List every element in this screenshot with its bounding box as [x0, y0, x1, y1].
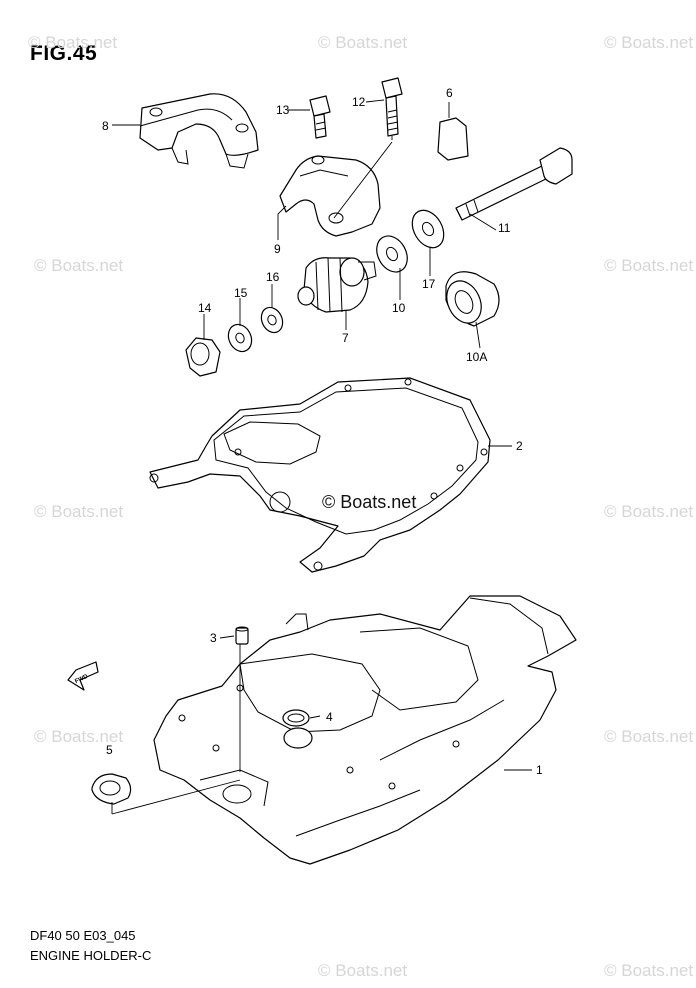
callout-14: 14	[198, 301, 212, 315]
part-1-engine-holder	[153, 595, 577, 865]
part-12-bolt	[381, 77, 403, 137]
part-6-plate	[437, 117, 469, 161]
part-13-bolt	[309, 95, 331, 139]
callout-10: 10	[392, 301, 406, 315]
watermark-text: © Boats.net	[604, 256, 693, 275]
callout-8: 8	[102, 119, 109, 133]
part-16-washer	[260, 306, 284, 334]
center-watermark: © Boats.net	[322, 492, 416, 512]
part-2-gasket	[149, 377, 491, 573]
part-10-washer	[376, 235, 408, 273]
callout-9: 9	[274, 242, 281, 256]
callout-4: 4	[326, 710, 333, 724]
part-5-seal	[91, 773, 132, 805]
part-4-o-ring	[282, 709, 310, 727]
callout-7: 7	[342, 331, 349, 345]
watermark-text: © Boats.net	[604, 33, 693, 52]
figure-name: ENGINE HOLDER-C	[30, 948, 152, 963]
part-11-bolt	[455, 147, 573, 221]
callout-labels: 8 9 13 12 6 11 10 17 10A 7 14 15 16 2 3 …	[102, 86, 543, 777]
leader-lines	[111, 99, 532, 815]
figure-title: FIG.45	[30, 42, 98, 65]
watermark-text: © Boats.net	[34, 502, 123, 521]
part-8-clamp	[139, 93, 259, 169]
watermark-text: © Boats.net	[604, 961, 693, 980]
part-10a-bushing	[445, 271, 500, 327]
part-15-washer	[227, 323, 253, 353]
callout-6: 6	[446, 86, 453, 100]
callout-16: 16	[266, 270, 280, 284]
watermark-text: © Boats.net	[604, 502, 693, 521]
callout-10a: 10A	[466, 350, 487, 364]
callout-5: 5	[106, 743, 113, 757]
part-14-nut	[185, 337, 221, 377]
watermark-text: © Boats.net	[34, 727, 123, 746]
watermark-text: © Boats.net	[604, 727, 693, 746]
part-17-washer	[411, 209, 445, 249]
callout-13: 13	[276, 103, 290, 117]
part-9-clamp	[279, 155, 381, 237]
watermark-text: © Boats.net	[318, 961, 407, 980]
callout-3: 3	[210, 631, 217, 645]
watermark-text: © Boats.net	[34, 256, 123, 275]
watermark-text: © Boats.net	[28, 33, 117, 52]
watermark-text: © Boats.net	[318, 33, 407, 52]
callout-12: 12	[352, 95, 366, 109]
fwd-arrow-icon: FWD	[67, 661, 99, 691]
callout-11: 11	[498, 221, 511, 235]
figure-code: DF40 50 E03_045	[30, 928, 136, 943]
callout-1: 1	[536, 763, 543, 777]
callout-2: 2	[516, 439, 523, 453]
part-7-mount-rubber	[297, 257, 377, 313]
part-3-dowel-pin	[235, 626, 249, 645]
callout-15: 15	[234, 286, 248, 300]
callout-17: 17	[422, 277, 436, 291]
fwd-label: FWD	[74, 674, 90, 685]
